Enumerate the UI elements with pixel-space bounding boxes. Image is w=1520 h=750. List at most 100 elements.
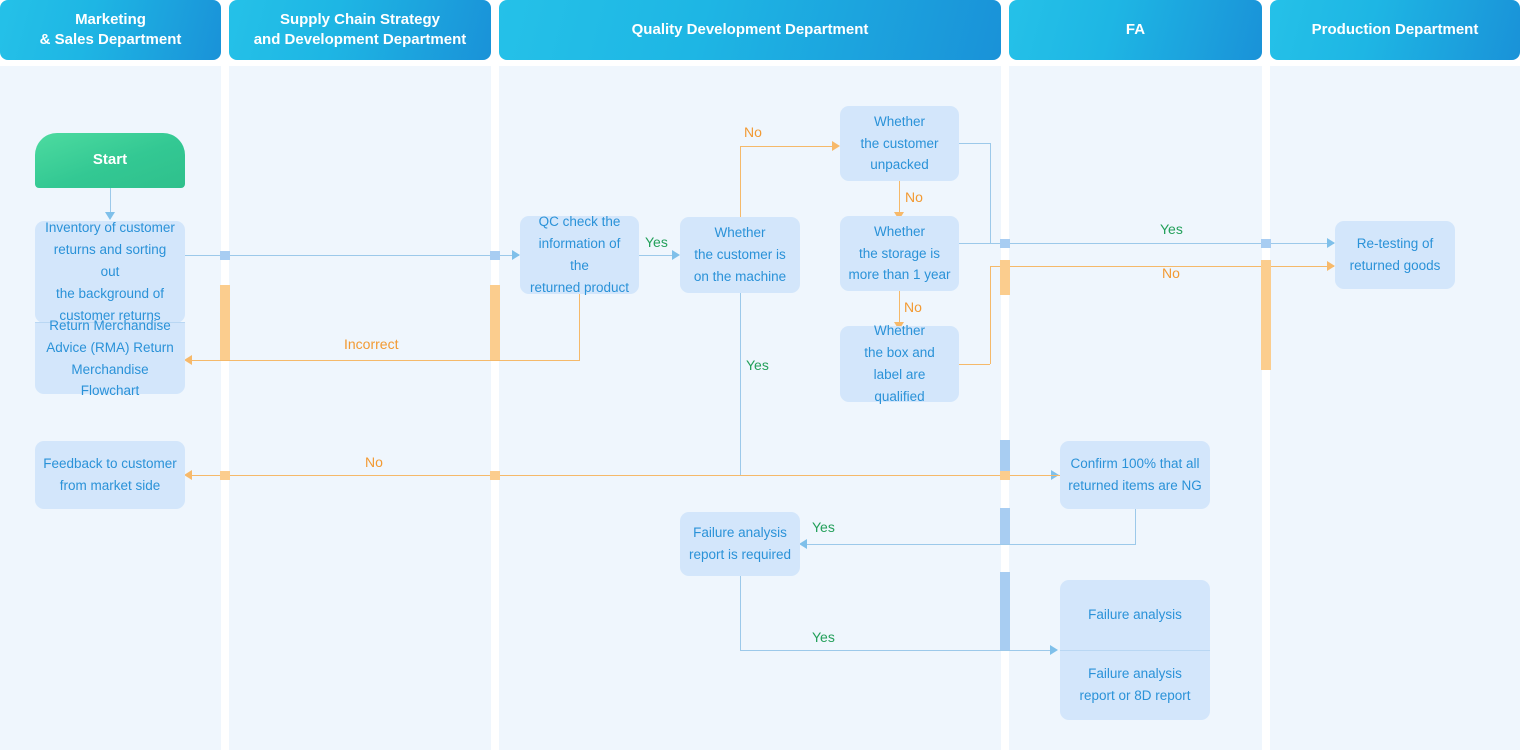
node-line-1: Failure analysis [1088,666,1182,682]
node-start[interactable]: Start [35,133,185,188]
node-line-1: Whether [873,223,926,239]
edge-unpacked-yes-down [990,143,991,243]
node-whether-customer-on-machine[interactable]: Whether the customer is on the machine [680,217,800,293]
lane-cross-marker-storage-yes-b [1261,239,1271,248]
arrowhead-inventory-to-qc [512,250,520,260]
edge-label-fa-report-yes: Yes [812,629,835,645]
node-retesting-of-returned-goods[interactable]: Re-testing of returned goods [1335,221,1455,289]
swimlane-production: Production Department [1270,0,1520,750]
edge-label-incorrect: Incorrect [344,336,399,352]
swimlane-title-line2: & Sales Department [39,31,182,48]
edge-unpacked-yes-right [959,143,990,144]
node-inventory-of-customer-returns[interactable]: Inventory of customer returns and sortin… [35,220,185,323]
swimlane-title: FA [1125,20,1146,38]
node-line-2: returned goods [1349,258,1441,273]
node-line-1: Whether [873,113,925,129]
edge-start-to-inventory [110,188,111,214]
edge-label-confirm-no: No [365,454,383,470]
edge-onmachine-yes-down [740,286,741,476]
edge-qc-incorrect-left [192,360,580,361]
edge-inventory-to-qc [185,255,519,256]
edge-fa-required-yes-down [740,576,741,650]
edge-boxlabel-to-retesting [990,266,1334,267]
node-failure-analysis[interactable]: Failure analysis [1060,580,1210,650]
node-line-2: report is required [688,547,792,562]
node-line-1: Return Merchandise [49,317,171,333]
arrowhead-confirm-to-fa-required [799,539,807,549]
swimlane-header-production: Production Department [1270,0,1520,60]
swimlane-header-marketing: Marketing & Sales Department [0,0,221,60]
edge-onmachine-no-right [740,146,836,147]
node-line-4: customer returns [59,307,161,323]
swimlane-body-production [1270,66,1520,750]
node-line-2: report or 8D report [1079,688,1191,704]
edge-label-storage-no: No [904,299,922,315]
node-line-3: label are qualified [873,367,926,404]
edge-storage-no-down [899,291,900,324]
edge-fa-required-yes-right [740,650,1055,651]
lane-cross-marker-confirm-no-b [490,471,500,480]
node-line-1: Confirm 100% that all [1070,456,1200,472]
arrowhead-qc-to-onmachine [672,250,680,260]
lane-cross-marker-confirm-no-a [220,471,230,480]
lane-cross-marker-no-retest-a [1000,260,1010,295]
swimlane-title-line1: Marketing [75,10,146,28]
arrowhead-storage-to-retesting [1327,238,1335,248]
edge-qc-to-onmachine [639,255,675,256]
node-line-1: Whether [873,323,926,339]
node-rma-flowchart[interactable]: Return Merchandise Advice (RMA) Return M… [35,318,185,398]
node-line-3: returned product [529,279,630,295]
lane-cross-marker-no-retest-b [1261,260,1271,370]
node-line-2: returned items are NG [1068,478,1202,493]
arrowhead-fa-required-to-failure-analysis [1050,645,1058,655]
arrowhead-onmachine-to-unpacked [832,141,840,151]
node-line-2: the customer [860,135,939,151]
lane-cross-marker-inventory-qc-b [490,251,500,260]
lane-cross-marker-confirm-yes [1000,508,1010,544]
edge-label-unpacked-no: No [905,189,923,205]
node-start-label: Start [92,151,128,169]
edge-storage-yes-right [959,243,1334,244]
node-line-3: unpacked [870,157,929,173]
edge-confirm-yes-down [1135,505,1136,544]
node-line-3: Merchandise Flowchart [71,361,149,399]
node-whether-storage-more-than-1-year[interactable]: Whether the storage is more than 1 year [840,216,959,291]
edge-boxlabel-up [990,266,991,364]
swimlane-supply: Supply Chain Strategy and Development De… [229,0,491,750]
edge-confirm-no-left [192,475,1060,476]
node-failure-analysis-group[interactable]: Failure analysis Failure analysis report… [1060,580,1210,720]
node-line-3: more than 1 year [848,267,951,283]
edge-label-machine-yes: Yes [746,357,769,373]
edge-label-qc-yes: Yes [645,234,668,250]
node-line-2: returns and sorting out [53,242,167,280]
node-failure-analysis-report-8d[interactable]: Failure analysis report or 8D report [1060,649,1210,721]
edge-qc-incorrect-down [579,290,580,360]
arrowhead-confirm-to-feedback [184,470,192,480]
swimlane-header-fa: FA [1009,0,1262,60]
arrowhead-start-to-inventory [105,212,115,220]
node-line-2: the customer is [694,247,786,263]
node-feedback-to-customer[interactable]: Feedback to customer from market side [35,441,185,509]
node-line-1: Whether [714,225,766,241]
swimlane-header-supply: Supply Chain Strategy and Development De… [229,0,491,60]
lane-cross-marker-inventory-qc-a [220,251,230,260]
node-whether-box-and-label-qualified[interactable]: Whether the box and label are qualified [840,323,959,404]
node-failure-analysis-report-required[interactable]: Failure analysis report is required [680,512,800,576]
lane-cross-marker-incorrect-a [220,285,230,360]
node-whether-customer-unpacked[interactable]: Whether the customer unpacked [840,106,959,181]
lane-cross-marker-confirm-no-c [1000,471,1010,480]
swimlane-title-line1: Supply Chain Strategy [279,10,440,28]
arrowhead-incorrect-to-rma [184,355,192,365]
lane-cross-marker-fa-required-yes [1000,572,1010,650]
node-line-3: on the machine [693,268,787,284]
node-line-1: Re-testing of [1356,236,1434,252]
node-line-1: QC check the [538,214,621,230]
node-line-1: Feedback to customer [43,456,177,472]
lane-cross-marker-incorrect-b [490,285,500,360]
node-line-2: the box and [864,345,935,361]
node-confirm-100-returned-items-ng[interactable]: Confirm 100% that all returned items are… [1060,441,1210,509]
node-qc-check-information[interactable]: QC check the information of the returned… [520,214,639,295]
edge-label-retest-yes: Yes [1160,221,1183,237]
edge-onmachine-no-up [740,146,741,224]
